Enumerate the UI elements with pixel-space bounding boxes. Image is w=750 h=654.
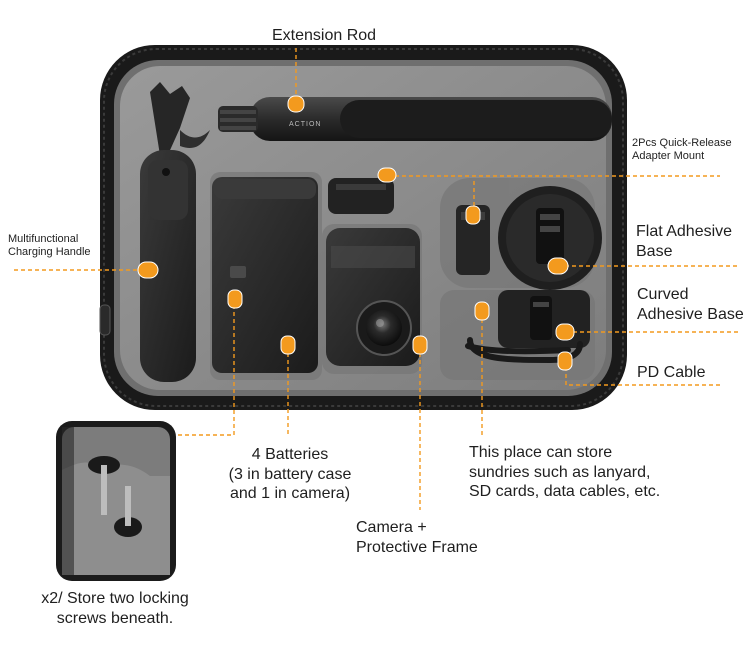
rod-brand-text: ACTION <box>289 121 321 128</box>
label-curved-adhesive-base: Curved Adhesive Base <box>637 285 744 324</box>
orange-marker-dot <box>227 289 243 309</box>
label-text: Base <box>636 242 673 260</box>
orange-marker-dot <box>465 205 481 225</box>
screws-inset-photo <box>56 421 176 581</box>
pd-cable <box>465 337 583 364</box>
battery-case <box>212 177 318 373</box>
label-quick-release-adapter: 2Pcs Quick-Release Adapter Mount <box>632 137 732 164</box>
label-text: Curved <box>637 286 689 303</box>
label-charging-handle: Multifunctional Charging Handle <box>8 233 91 260</box>
orange-marker-dot <box>474 301 490 321</box>
label-text: Flat Adhesive <box>636 223 733 240</box>
orange-marker-dot <box>557 351 573 371</box>
label-locking-screws: x2/ Store two locking screws beneath. <box>20 589 210 628</box>
label-text: SD cards, data cables, etc. <box>469 483 661 501</box>
markers <box>137 95 575 371</box>
label-text: sundries such as lanyard, <box>469 463 651 481</box>
label-text: Camera + <box>356 519 427 536</box>
label-text: screws beneath. <box>56 609 174 627</box>
label-text: Multifunctional <box>8 233 79 245</box>
label-text: 2Pcs Quick-Release <box>632 137 732 149</box>
label-text: Adapter Mount <box>632 150 705 163</box>
extension-rod: ACTION <box>218 97 612 141</box>
label-text: x2/ Store two locking <box>41 590 189 607</box>
orange-marker-dot <box>137 261 159 279</box>
label-text: 4 Batteries <box>251 446 329 463</box>
callout-lines <box>14 48 740 510</box>
label-text: Protective Frame <box>356 538 478 556</box>
flat-adhesive-base <box>498 186 602 290</box>
label-text: and 1 in camera) <box>229 485 351 503</box>
label-text: (3 in battery case <box>228 465 352 483</box>
label-camera-frame: Camera + Protective Frame <box>356 518 478 557</box>
orange-marker-dot <box>547 257 569 275</box>
orange-marker-dot <box>287 95 305 113</box>
label-batteries: 4 Batteries (3 in battery case and 1 in … <box>210 445 370 504</box>
curved-adhesive-base <box>498 290 590 348</box>
orange-marker-dot <box>377 167 397 183</box>
label-text: Charging Handle <box>8 246 91 259</box>
camera-body <box>326 228 420 366</box>
label-extension-rod: Extension Rod <box>272 26 376 46</box>
orange-marker-dot <box>555 323 575 341</box>
label-flat-adhesive-base: Flat Adhesive Base <box>636 222 732 261</box>
label-text: Extension Rod <box>272 27 377 44</box>
orange-marker-dot <box>280 335 296 355</box>
label-text: PD Cable <box>637 364 706 381</box>
label-text: This place can store <box>469 444 613 461</box>
label-text: Adhesive Base <box>637 305 744 323</box>
label-sundries-storage: This place can store sundries such as la… <box>469 443 660 502</box>
orange-marker-dot <box>412 335 428 355</box>
label-pd-cable: PD Cable <box>637 363 705 383</box>
charging-handle <box>140 82 210 382</box>
locking-screw-icon <box>88 456 142 537</box>
